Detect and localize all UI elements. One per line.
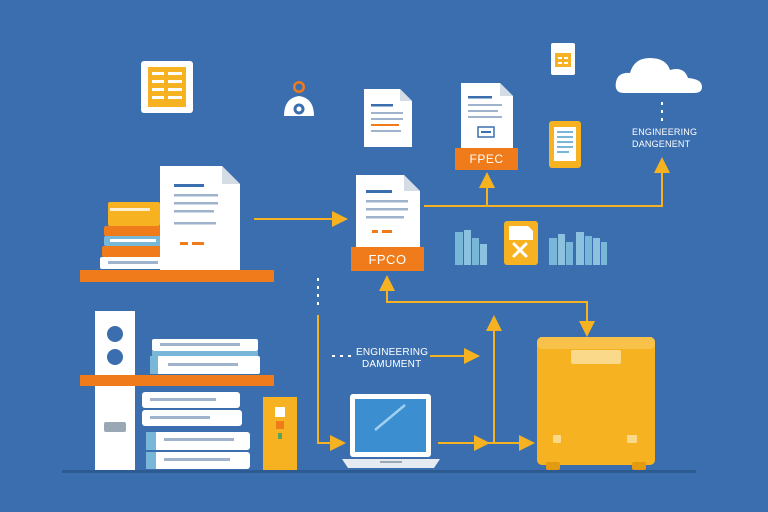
- arrow-doc-to-fpec: [424, 172, 495, 207]
- top-shelf: [80, 270, 274, 282]
- document-icon: [551, 43, 575, 75]
- dashed-connectors: [317, 102, 663, 357]
- filing-tower: [95, 311, 135, 471]
- fpco-badge: [351, 247, 424, 271]
- error-file-icon: [504, 221, 538, 265]
- laptop-icon: [342, 394, 440, 468]
- bookshelf-unit: [80, 166, 297, 471]
- fpec-badge: [455, 148, 518, 170]
- document-icon: [160, 166, 240, 270]
- engineering-management-label-line1: ENGINEERING: [632, 127, 698, 137]
- book-stack-top: [100, 202, 170, 269]
- server-cabinet-icon: [537, 337, 655, 470]
- document-icon: [461, 83, 513, 150]
- engineering-document-label-line2: DAMUMENT: [362, 359, 422, 370]
- fpco-badge-label: FPCO: [368, 252, 407, 267]
- book-stack-lower: [142, 392, 250, 469]
- spreadsheet-icon: [141, 61, 193, 113]
- fpec-badge-label: FPEC: [469, 152, 504, 166]
- cloud-icon: [615, 58, 702, 93]
- arrow-to-cloud: [487, 157, 670, 207]
- bar-chart-icon: [455, 230, 607, 265]
- document-icon: [364, 89, 412, 147]
- user-icon: [284, 81, 314, 116]
- arrow-laptop-line: [317, 315, 346, 451]
- storage-drive-icon: [263, 397, 297, 471]
- arrow-laptop-to-cabinet: [441, 315, 502, 444]
- book-stack-middle: [150, 339, 260, 374]
- engineering-document-label-line1: ENGINEERING: [356, 347, 429, 358]
- floor-line: [62, 470, 696, 473]
- engineering-management-label-line2: DANGENENT: [632, 139, 691, 149]
- middle-shelf: [80, 375, 274, 386]
- document-icon: [356, 175, 420, 254]
- connector-arrows: [254, 157, 670, 451]
- arrow-cabinet-to-fpco: [379, 275, 588, 335]
- tablet-icon: [549, 121, 581, 168]
